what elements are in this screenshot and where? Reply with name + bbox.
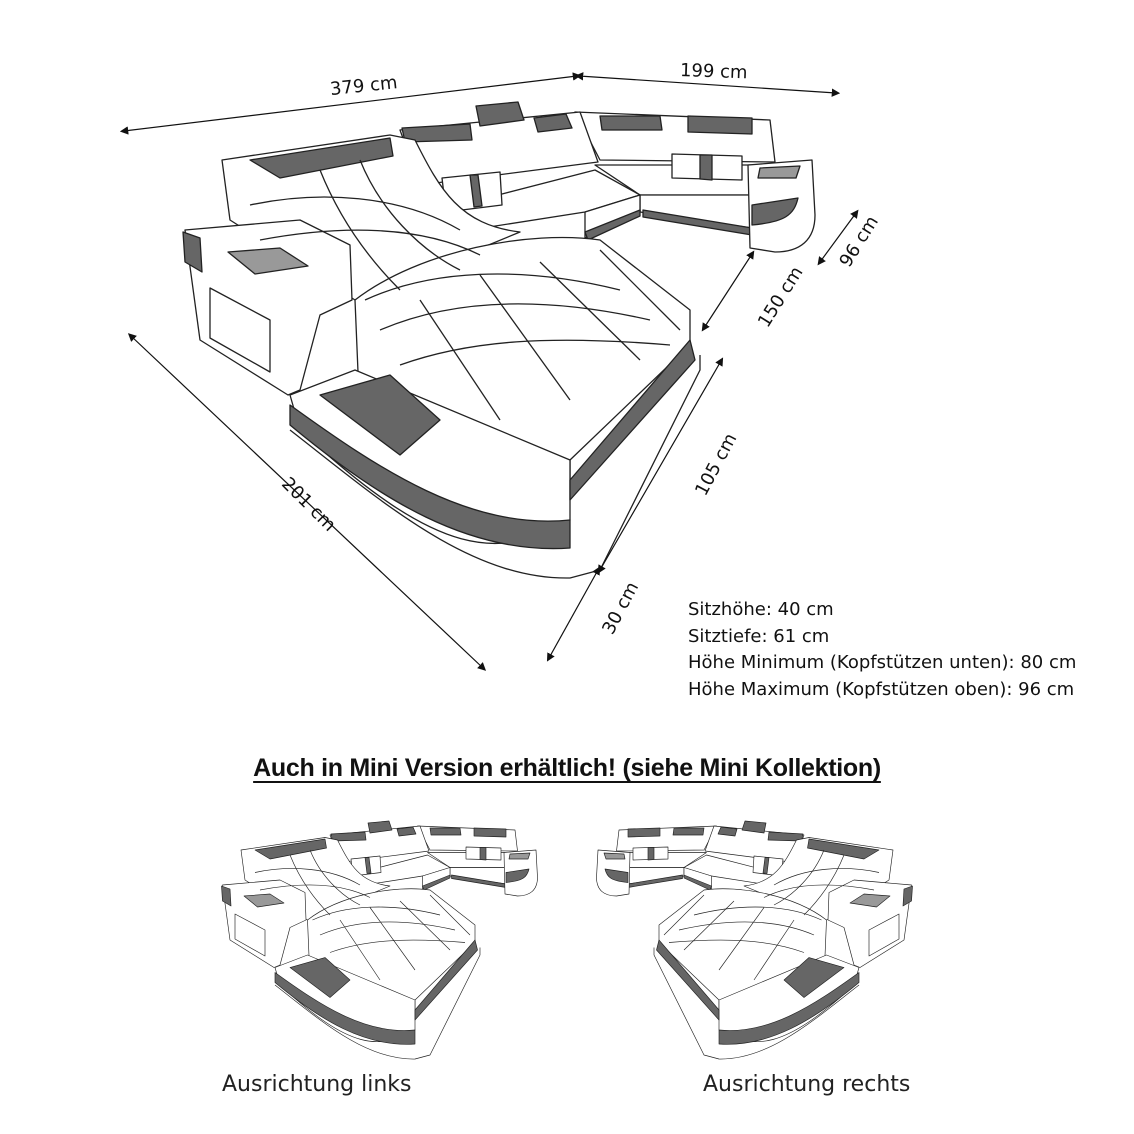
spec-list: Sitzhöhe: 40 cm Sitztiefe: 61 cm Höhe Mi… [688,597,1076,703]
mini-version-promo: Auch in Mini Version erhältlich! (siehe … [253,754,881,782]
dim-96: 96 cm [835,212,883,271]
spec-height-min: Höhe Minimum (Kopfstützen unten): 80 cm [688,652,1077,673]
dim-30: 30 cm [598,579,643,638]
dimension-lines [119,72,859,671]
variant-right-label: Ausrichtung rechts [703,1072,911,1097]
variant-right-drawing [596,820,913,1060]
spec-seat-depth: Sitztiefe: 61 cm [688,625,830,647]
dim-199: 199 cm [680,60,748,83]
main-sofa-drawing [182,101,816,579]
variant-left-drawing [221,820,538,1060]
spec-seat-height: Sitzhöhe: 40 cm [688,599,834,620]
dim-105: 105 cm [691,430,741,499]
variant-left-label: Ausrichtung links [222,1072,412,1097]
spec-height-max: Höhe Maximum (Kopfstützen oben): 96 cm [688,678,1075,700]
dim-379: 379 cm [329,72,398,100]
dim-201: 201 cm [277,473,340,536]
dim-150: 150 cm [754,263,808,331]
